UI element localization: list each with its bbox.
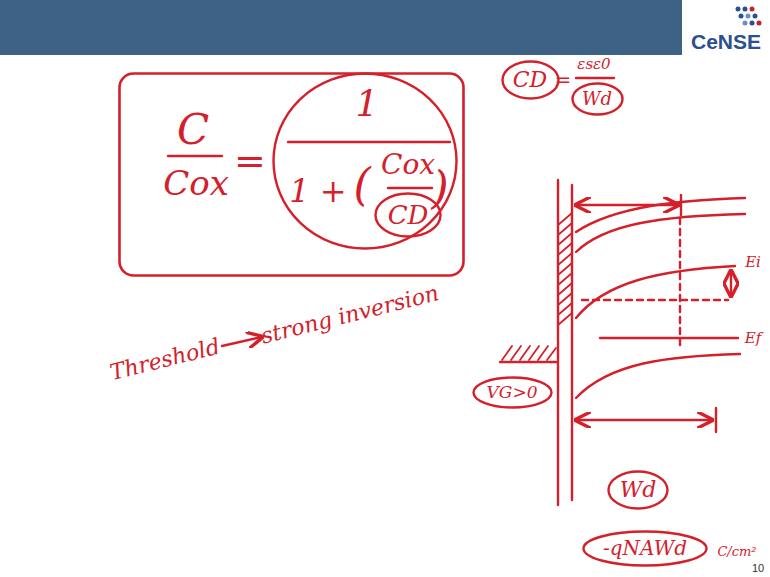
handwritten-text: VG>0	[487, 383, 538, 402]
circled-symbol: CD	[501, 60, 560, 100]
circle-outline	[572, 84, 622, 115]
circled-voltage: VG>0	[472, 376, 553, 409]
handwritten-text: Cox	[163, 165, 229, 202]
note: strong inversion	[259, 281, 442, 349]
handwritten-text: C	[177, 107, 209, 153]
box-outline	[120, 74, 464, 276]
circle-outline	[609, 472, 668, 509]
handwritten-text: Wd	[582, 89, 612, 109]
tick	[715, 408, 717, 432]
oxide-hatch	[558, 213, 572, 325]
tick	[680, 195, 682, 215]
logo-text: CeNSE	[691, 30, 761, 53]
fraction-bar	[168, 155, 222, 157]
permittivity: εsε0	[577, 56, 610, 73]
fraction-bar	[288, 141, 450, 143]
handwritten-text: -qNAWd	[603, 537, 687, 559]
page-number: 10	[752, 562, 764, 574]
handwritten-text: 1	[356, 84, 379, 124]
handwritten-text: Cox	[381, 150, 435, 181]
handwritten-text: CD	[388, 201, 429, 230]
circled-fraction: CD 1 1 +( Cox)	[272, 72, 458, 250]
handwritten-text: Wd	[620, 478, 657, 502]
note: Threshold	[108, 335, 223, 386]
formula-box: CD11 +(Cox)CCox=	[118, 72, 465, 277]
handwritten-text: =	[234, 141, 266, 183]
band-curve	[576, 354, 740, 398]
logo-dots	[736, 7, 762, 26]
energy-level: Ei	[745, 254, 761, 271]
dashed-level	[582, 299, 728, 301]
gate-hatch	[502, 346, 556, 360]
handwriting-strokes	[168, 78, 745, 505]
arrow	[222, 337, 262, 346]
potential-arrow	[730, 271, 732, 296]
equals-sign: =	[555, 69, 572, 91]
band-curve	[576, 214, 745, 252]
unit: C/cm²	[717, 545, 756, 559]
circled-charge: -qNAWd	[582, 530, 708, 567]
dimension-arrow	[576, 419, 712, 421]
circle-outline	[502, 62, 558, 99]
circle-outline	[473, 377, 551, 407]
circle-outline	[584, 531, 707, 565]
circled-symbol: Wd	[571, 82, 624, 116]
oxide-edge	[557, 180, 559, 505]
circle-outline	[376, 194, 441, 237]
depletion-edge	[679, 218, 681, 350]
header-bar	[0, 0, 770, 55]
fermi-level	[600, 337, 738, 339]
gate-line	[500, 361, 556, 363]
intrinsic-level	[576, 266, 735, 318]
circled-symbol: Wd	[607, 470, 669, 510]
fraction-bar	[388, 187, 432, 189]
logo-panel	[682, 0, 770, 55]
handwritten-text: 1 +	[289, 174, 346, 209]
handwritten-text: (	[353, 161, 370, 209]
handwritten-text: CD	[513, 68, 547, 92]
energy-level: Ef	[745, 330, 762, 347]
fraction-bar	[576, 77, 614, 79]
handwritten-text: )	[431, 164, 448, 212]
circle-outline	[274, 74, 457, 249]
